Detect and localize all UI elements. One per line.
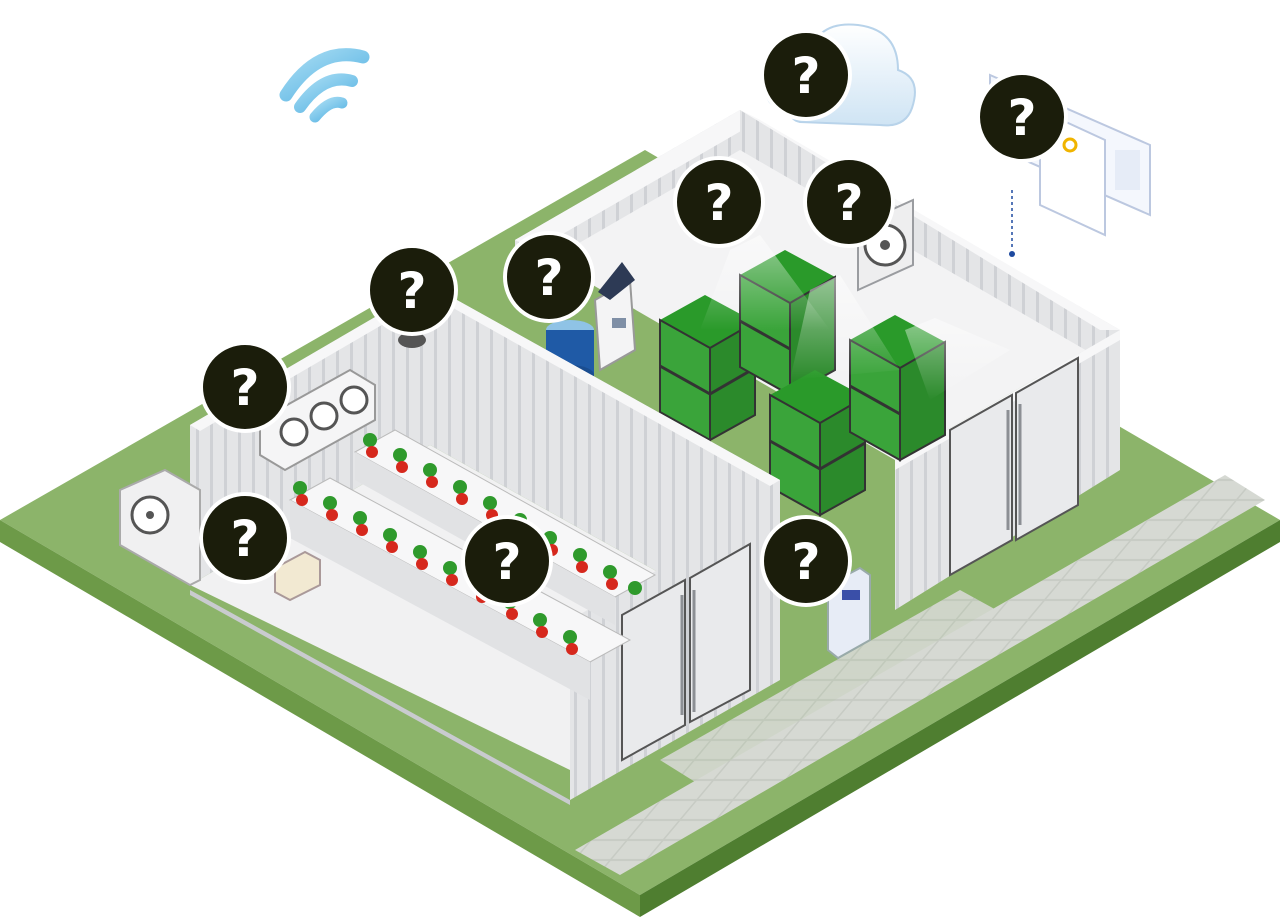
wifi-icon	[279, 48, 370, 123]
control-cabinet	[593, 262, 637, 372]
hotspot-dashboard[interactable]: ?	[976, 71, 1068, 163]
question-mark-icon: ?	[397, 262, 426, 320]
hotspot-cloud[interactable]: ?	[760, 29, 852, 121]
question-mark-icon: ?	[230, 510, 259, 568]
question-mark-icon: ?	[230, 359, 259, 417]
hotspot-water-tank[interactable]: ?	[503, 231, 595, 323]
question-mark-icon: ?	[1007, 89, 1036, 147]
question-mark-icon: ?	[704, 174, 733, 232]
hotspot-fan[interactable]: ?	[803, 156, 895, 248]
hotspot-camera[interactable]: ?	[366, 244, 458, 336]
hotspot-tomato-beds[interactable]: ?	[461, 515, 553, 607]
controller-box	[274, 550, 321, 602]
hotspot-grow-light[interactable]: ?	[673, 156, 765, 248]
hotspot-controller-box[interactable]: ?	[199, 492, 291, 584]
tomato-beds	[288, 429, 657, 700]
camera	[398, 332, 426, 348]
question-mark-icon: ?	[834, 174, 863, 232]
outdoor-ac-unit	[119, 468, 201, 587]
hotspot-dehumidifier[interactable]: ?	[760, 515, 852, 607]
condenser-unit	[259, 368, 376, 472]
question-mark-icon: ?	[791, 533, 820, 591]
walkway	[575, 475, 1265, 875]
hotspot-condenser-unit[interactable]: ?	[199, 341, 291, 433]
question-mark-icon: ?	[534, 249, 563, 307]
question-mark-icon: ?	[492, 533, 521, 591]
question-mark-icon: ?	[791, 47, 820, 105]
grow-racks	[659, 235, 1010, 517]
